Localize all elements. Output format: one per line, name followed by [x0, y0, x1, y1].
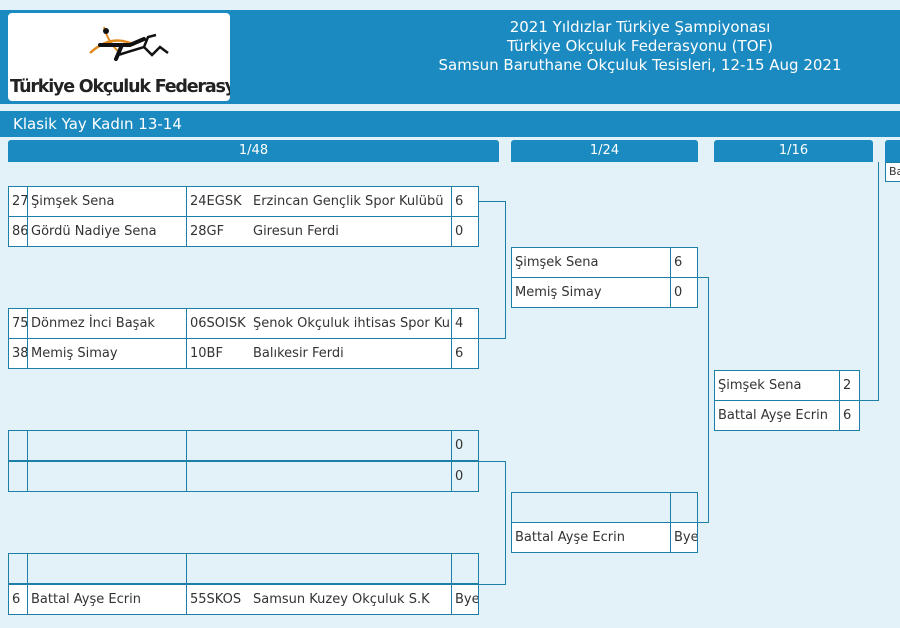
round-header-1-48: 1/48 [8, 140, 499, 162]
athlete-name[interactable]: Gördü Nadiye Sena [27, 216, 187, 247]
federation-logo: Türkiye Okçuluk Federasyonu [8, 13, 230, 101]
connector-line [698, 277, 709, 278]
event-title: 2021 Yıldızlar Türkiye Şampiyonası [509, 18, 771, 36]
club-name: Balıkesir Ferdi [250, 338, 452, 369]
seed-cell: 27 [8, 186, 28, 217]
score-cell: 6 [451, 186, 479, 217]
athlete-name[interactable]: Memiş Simay [27, 338, 187, 369]
score-cell: 4 [451, 308, 479, 339]
score-cell: 0 [451, 430, 479, 461]
round-header-1-16: 1/16 [714, 140, 873, 162]
connector-line [505, 201, 506, 339]
athlete-name[interactable]: Şimşek Sena [511, 247, 671, 278]
club-name: Şenok Okçuluk ihtisas Spor Kul [250, 308, 452, 339]
athlete-name [27, 430, 187, 461]
score-cell [451, 553, 479, 584]
athlete-name[interactable]: Battal Ayşe Ecrin [27, 584, 187, 615]
club-code: 06SOISK [186, 308, 250, 339]
connector-line [479, 461, 505, 462]
category-title: Klasik Yay Kadın 13-14 [0, 111, 900, 137]
athlete-name [27, 553, 187, 584]
athlete-name[interactable]: Memiş Simay [511, 277, 671, 308]
score-cell: 6 [451, 338, 479, 369]
score-cell: 6 [670, 247, 698, 278]
connector-line [479, 338, 505, 339]
athlete-name[interactable]: Şimşek Sena [27, 186, 187, 217]
connector-line [708, 277, 709, 523]
score-cell: Bye [670, 522, 698, 553]
club-code: 10BF [186, 338, 250, 369]
round-header-1-24: 1/24 [511, 140, 698, 162]
score-cell: 2 [839, 370, 860, 401]
logo-text: Türkiye Okçuluk Federasyonu [10, 77, 230, 97]
club-code: 24EGSK [186, 186, 250, 217]
club-code: 28GF [186, 216, 250, 247]
score-cell: 0 [451, 216, 479, 247]
score-cell [670, 492, 698, 523]
score-cell: 6 [839, 400, 860, 431]
connector-line [505, 461, 506, 585]
athlete-name[interactable]: Dönmez İnci Başak [27, 308, 187, 339]
seed-cell: 75 [8, 308, 28, 339]
club-name [186, 553, 452, 584]
athlete-name[interactable]: Battal Ayşe Ecrin [714, 400, 840, 431]
header-banner: Türkiye Okçuluk Federasyonu 2021 Yıldızl… [0, 10, 900, 104]
connector-line [878, 162, 879, 401]
club-name: Giresun Ferdi [250, 216, 452, 247]
event-organizer: Türkiye Okçuluk Federasyonu (TOF) [507, 37, 773, 55]
archer-logo-icon [89, 26, 169, 61]
club-name [186, 461, 452, 492]
club-name [186, 430, 452, 461]
club-name: Erzincan Gençlik Spor Kulübü [250, 186, 452, 217]
athlete-name [511, 492, 671, 523]
seed-cell [8, 461, 28, 492]
connector-line [860, 400, 878, 401]
event-info: 2021 Yıldızlar Türkiye Şampiyonası Türki… [420, 18, 860, 75]
athlete-name[interactable]: Şimşek Sena [714, 370, 840, 401]
seed-cell: 86 [8, 216, 28, 247]
score-cell: Bye [451, 584, 479, 615]
event-venue-date: Samsun Baruthane Okçuluk Tesisleri, 12-1… [438, 56, 842, 74]
connector-line [698, 522, 709, 523]
score-cell: 0 [670, 277, 698, 308]
athlete-name[interactable]: Battal Ayşe Ecrin [511, 522, 671, 553]
score-cell: 0 [451, 461, 479, 492]
connector-line [479, 584, 505, 585]
seed-cell: 6 [8, 584, 28, 615]
round-header-next [885, 140, 900, 162]
club-name: Samsun Kuzey Okçuluk S.K [250, 584, 452, 615]
athlete-name-clipped[interactable]: Ba [885, 162, 900, 182]
club-code: 55SKOS [186, 584, 250, 615]
athlete-name [27, 461, 187, 492]
connector-line [479, 201, 505, 202]
seed-cell [8, 553, 28, 584]
seed-cell [8, 430, 28, 461]
seed-cell: 38 [8, 338, 28, 369]
